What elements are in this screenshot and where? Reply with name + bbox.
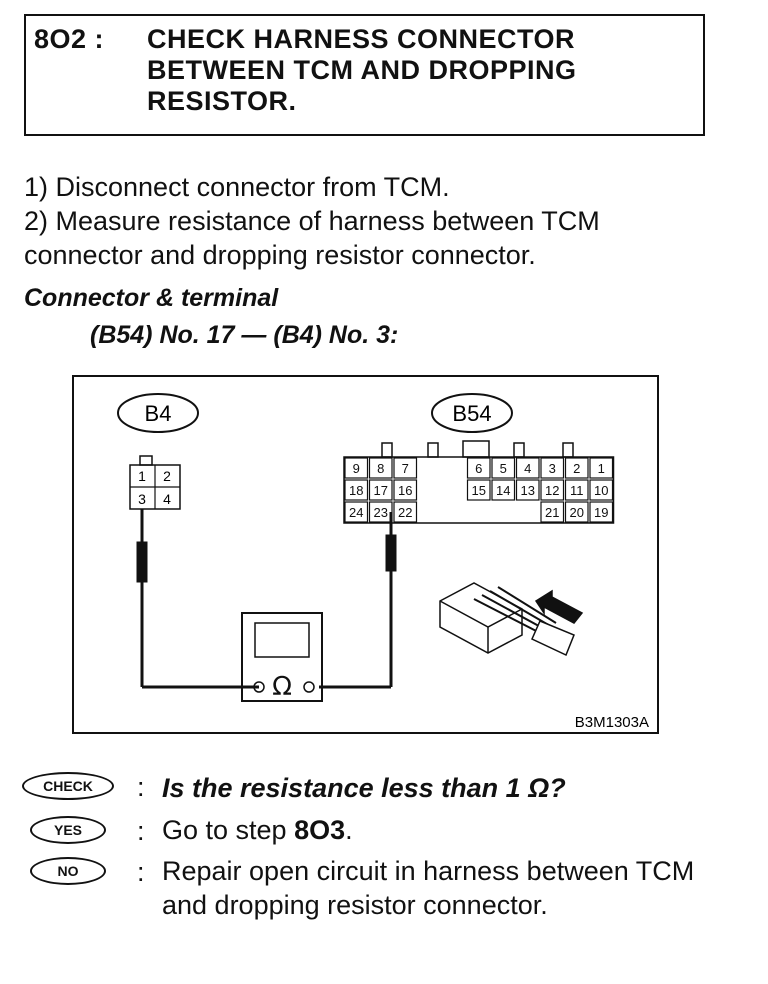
b54-pin-24: 24 [349,505,363,520]
b54-pin-14: 14 [496,483,510,498]
b4-label: B4 [145,401,172,426]
b54-pin-19: 19 [594,505,608,520]
b54-pin-18: 18 [349,483,363,498]
b54-pin-13: 13 [521,483,535,498]
b54-pin-21: 21 [545,505,559,520]
b4-pin-4: 4 [163,491,171,507]
probe-wires [136,509,397,689]
yes-step-ref: 8O3 [294,815,346,845]
b54-pin-3: 3 [549,461,556,476]
ohm-symbol: Ω [272,672,292,702]
b54-pin-5: 5 [500,461,507,476]
check-colon: : [137,772,145,802]
b54-pin-box [515,479,540,501]
b54-pin-box [540,479,565,501]
instruction-1: 1) Disconnect connector from TCM. [24,172,450,202]
step-header-box [24,14,705,136]
b54-pin-15: 15 [472,483,486,498]
b54-pin-12: 12 [545,483,559,498]
b54-pin-box [393,501,418,523]
b54-pin-box [491,479,516,501]
b54-pin-20: 20 [570,505,584,520]
b54-pin-box [564,479,589,501]
b54-pin-7: 7 [402,461,409,476]
b4-pin-1: 1 [138,468,146,484]
connector-sketch [439,582,584,657]
b54-pin-17: 17 [374,483,388,498]
connector-heading: Connector & terminal [24,284,279,312]
b54-pin-8: 8 [377,461,384,476]
instructions: 1) Disconnect connector from TCM. 2) Mea… [24,170,714,272]
b54-pin-box [393,479,418,501]
b54-pin-box [344,457,369,479]
b54-pin-box [540,501,565,523]
b4-label-ellipse [117,393,199,433]
yes-text-suffix: . [345,815,353,845]
b54-pin-2: 2 [573,461,580,476]
b54-pin-4: 4 [524,461,531,476]
connector-terminals: (B54) No. 17 — (B4) No. 3: [90,321,399,349]
b54-pin-23: 23 [374,505,388,520]
b54-pin-22: 22 [398,505,412,520]
b54-pin-box [491,457,516,479]
b54-pin-box [466,479,491,501]
b54-pin-11: 11 [570,483,584,498]
b54-pin-box [564,501,589,523]
b54-pin-box [466,457,491,479]
b54-pin-box [589,479,614,501]
b54-pin-16: 16 [398,483,412,498]
b54-pin-box [540,457,565,479]
b54-pin-1: 1 [598,461,605,476]
b4-pin-3: 3 [138,491,146,507]
b54-pin-box [515,457,540,479]
b4-pin-2: 2 [163,468,171,484]
yes-text-prefix: Go to step [162,815,295,845]
b54-pin-box [393,457,418,479]
step-title: CHECK HARNESS CONNECTOR BETWEEN TCM AND … [147,24,577,116]
figure-code: B3M1303A [575,714,649,731]
b4-connector: 1 2 3 4 [129,455,181,510]
b54-pin-box [589,501,614,523]
b54-pin-box [344,479,369,501]
b54-pin-box [368,479,393,501]
b54-pin-box [368,457,393,479]
b54-label-ellipse [431,393,513,433]
yes-text: Go to step 8O3. [162,813,742,847]
b54-pin-10: 10 [594,483,608,498]
b54-pin-box [589,457,614,479]
instruction-2: 2) Measure resistance of harness between… [24,206,600,270]
check-question: Is the resistance less than 1 Ω? [162,773,566,803]
ohmmeter: Ω [241,612,323,702]
b54-pin-6: 6 [475,461,482,476]
b54-pin-box [344,501,369,523]
yes-colon: : [137,816,145,846]
check-badge: CHECK [22,772,114,800]
no-text: Repair open circuit in harness between T… [162,856,695,920]
no-badge: NO [30,857,106,885]
no-colon: : [137,857,145,887]
yes-badge: YES [30,816,106,844]
b54-label: B54 [452,401,491,426]
b54-pin-box [564,457,589,479]
step-number: 8O2 : [34,24,105,54]
b54-pin-9: 9 [353,461,360,476]
